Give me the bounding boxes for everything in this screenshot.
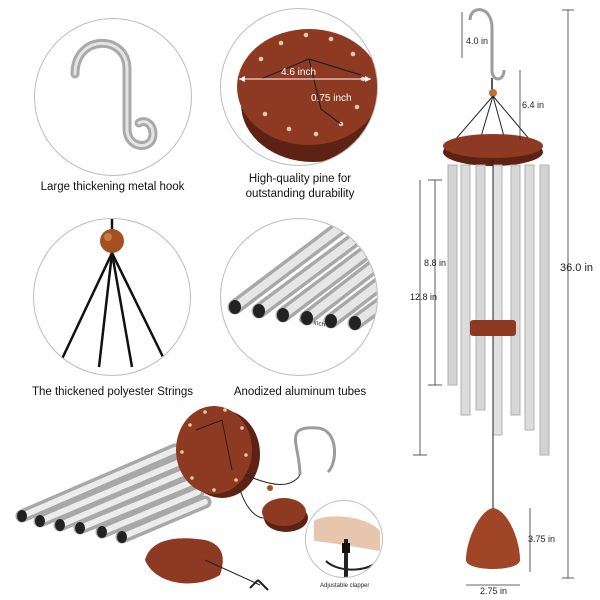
sail-height-label: 3.75 in (528, 534, 556, 544)
hook-caption: Large thickening metal hook (20, 180, 205, 195)
clapper-zoom-circle (305, 500, 383, 578)
wood-disc-illustration (237, 29, 377, 162)
total-length-label: 36.0 in (560, 262, 594, 274)
finger-clapper-illustration (314, 516, 380, 577)
strings-caption: The thickened polyester Strings (15, 385, 210, 400)
strings-caption-line: The thickened polyester Strings (31, 386, 194, 398)
metal-hook-illustration (70, 38, 158, 150)
tubes-caption: Anodized aluminum tubes (210, 385, 390, 400)
long-tube-label: 12.8 in (410, 292, 438, 302)
disc-thickness-label: 0.75 inch (311, 93, 352, 104)
disc-diameter-label: 4.6 inch (281, 67, 317, 78)
hook-feature-circle (34, 18, 192, 176)
short-tube-label: 8.8 in (424, 258, 447, 268)
strings-feature-circle (33, 218, 191, 376)
aluminum-tubes-illustration (227, 219, 377, 331)
clapper-label: Adjustable clapper (320, 583, 370, 589)
tubes-feature-circle: 0.75 inch (220, 218, 378, 376)
sail-width-label: 2.75 in (480, 586, 508, 596)
polyester-strings-illustration (60, 219, 166, 368)
hook-caption-line: Large thickening metal hook (40, 181, 185, 193)
hook-length-label: 4.0 in (466, 36, 489, 46)
wood-feature-circle: 4.6 inch 0.75 inch (220, 8, 378, 166)
string-length-label: 6.4 in (522, 100, 545, 110)
tubes-caption-line: Anodized aluminum tubes (233, 386, 367, 398)
wood-caption-line-2: outstanding durability (245, 188, 355, 200)
wood-caption: High-quality pine for outstanding durabi… (210, 172, 390, 202)
wood-caption-line-1: High-quality pine for (248, 173, 352, 185)
